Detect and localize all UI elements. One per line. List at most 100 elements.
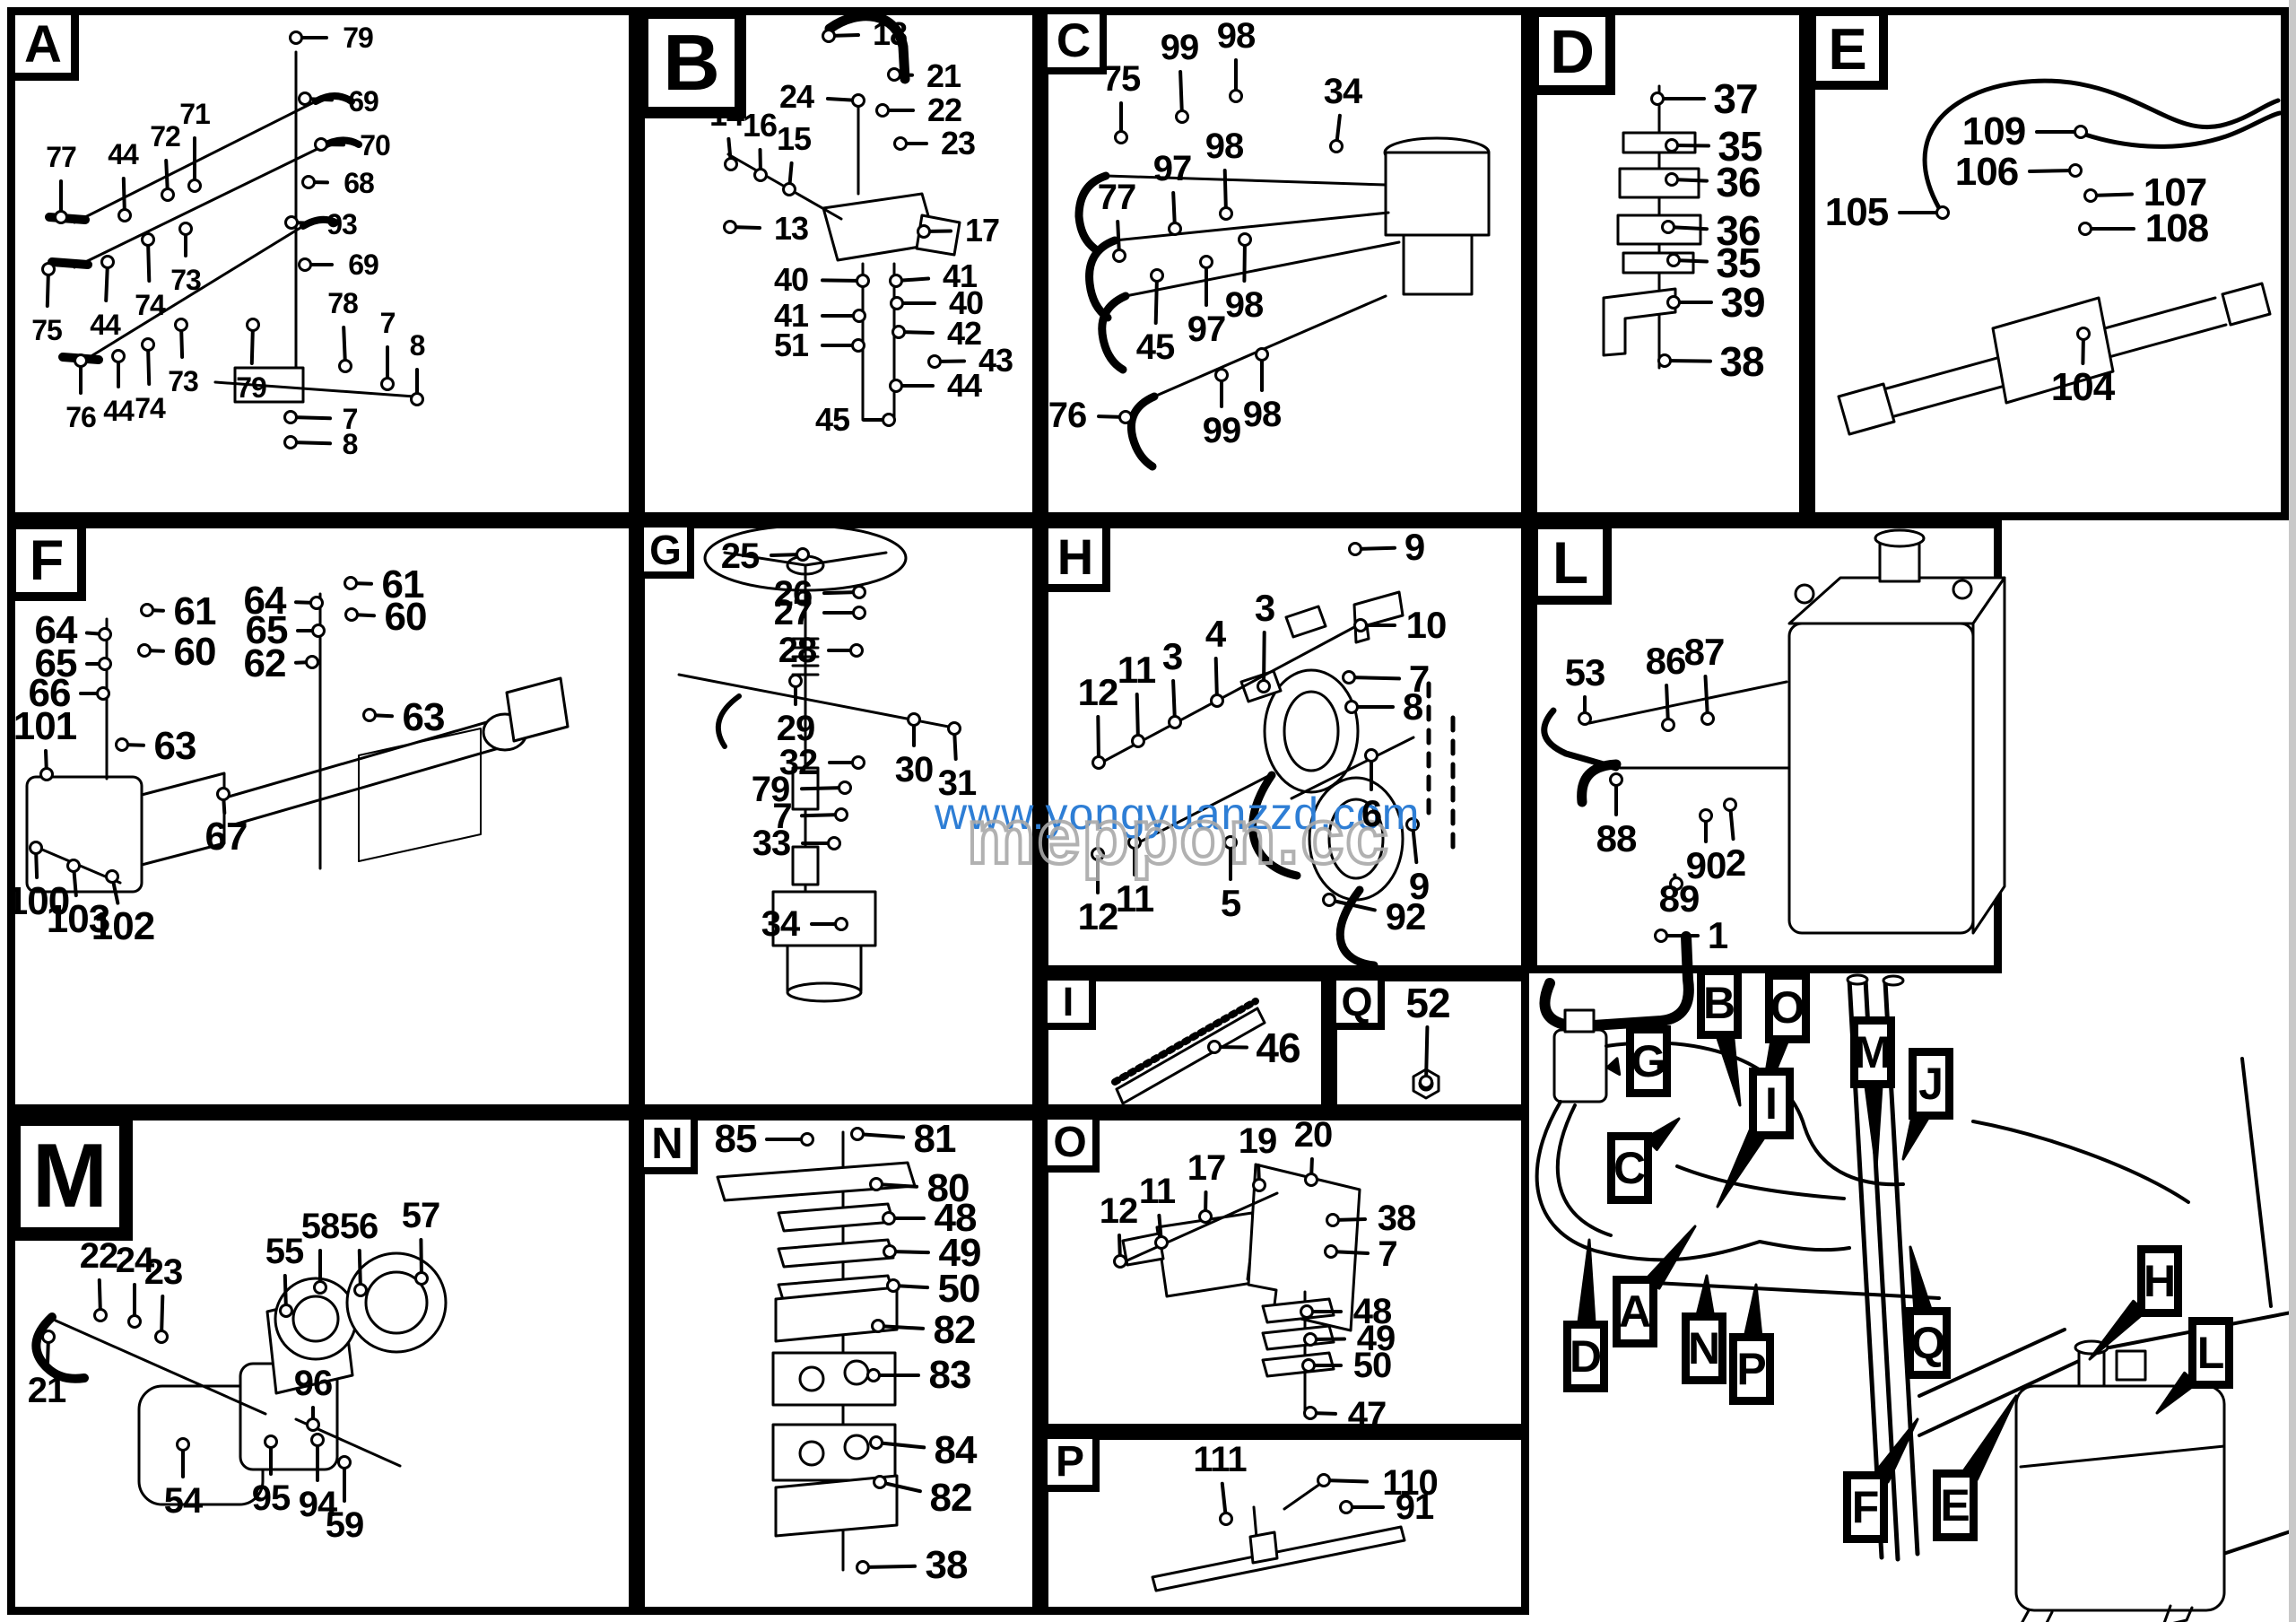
part-number-callout: 35 [1718,123,1762,170]
part-number-callout: 46 [1256,1025,1300,1071]
part-glyph [141,232,155,247]
panel-F-sketch [25,592,570,894]
part-number-callout: 84 [934,1428,978,1472]
part-glyph [1342,670,1356,685]
part-glyph [1348,542,1362,556]
part-number-callout: 7 [1378,1234,1397,1274]
part-glyph [98,627,112,641]
part-glyph [264,1435,278,1449]
part-number-callout: 98 [1242,395,1282,434]
part-glyph [1091,847,1105,861]
overview-ref-P: P [1729,1333,1774,1405]
overview-ref-I: I [1749,1068,1794,1139]
part-number-callout: 59 [325,1505,364,1545]
overview-ref-Q: Q [1906,1307,1951,1379]
part-glyph [93,1308,108,1322]
part-number-callout: 31 [937,763,977,803]
part-glyph [851,338,865,353]
part-glyph [1669,876,1683,891]
part-glyph [140,603,154,617]
part-number-callout: 8 [342,428,359,460]
part-number-callout: 76 [65,401,97,433]
part-glyph [115,737,129,752]
part-glyph [927,354,942,369]
part-glyph [1229,89,1243,103]
part-number-callout: 87 [1683,631,1726,673]
part-number-callout: 83 [928,1353,972,1397]
part-glyph [298,92,312,106]
part-number-callout: 24 [115,1241,154,1280]
part-glyph [1666,295,1681,310]
part-number-callout: 13 [773,210,809,247]
panel-A-letter-tag: A [7,7,79,81]
part-glyph [1419,1075,1433,1089]
part-glyph [66,859,81,873]
panel-I-sketch [1111,998,1266,1105]
part-glyph [187,179,202,193]
part-number-callout: 63 [402,695,446,739]
part-glyph [1661,220,1675,234]
part-number-callout: 82 [929,1476,973,1520]
part-glyph [1699,808,1713,823]
part-glyph [849,643,864,658]
part-glyph [1175,109,1189,124]
part-glyph [1198,1209,1213,1224]
part-number-callout: 100 [5,879,70,923]
part-number-callout: 45 [814,401,850,438]
part-number-callout: 34 [1323,72,1362,111]
part-glyph [890,296,904,310]
part-number-callout: 18 [872,15,908,52]
part-number-callout: 47 [1347,1395,1387,1435]
part-number-callout: 3 [1161,635,1183,677]
part-number-callout: 56 [339,1207,378,1246]
panel-O-sketch [1119,1163,1361,1417]
part-glyph [284,215,299,230]
part-number-callout: 1 [1707,914,1728,956]
part-number-callout: 67 [204,815,248,859]
part-glyph [289,31,303,45]
part-number-callout: 92 [1385,895,1427,937]
part-number-callout: 69 [348,85,379,118]
leader-line [2028,169,2077,173]
part-number-callout: 52 [1405,980,1450,1026]
part-number-callout: 21 [926,57,961,94]
part-glyph [1578,711,1592,726]
part-number-callout: 11 [1115,877,1154,920]
part-glyph [29,841,43,855]
part-number-callout: 62 [243,641,287,685]
part-glyph [344,576,358,590]
part-glyph [1168,222,1182,236]
leader-line [1096,715,1100,764]
part-glyph [1329,139,1344,153]
part-number-callout: 36 [1716,159,1761,205]
part-glyph [917,224,931,239]
part-glyph [100,255,115,269]
part-glyph [117,208,132,222]
part-number-callout: 75 [1101,59,1141,99]
part-number-callout: 44 [103,395,135,427]
part-number-callout: 24 [778,78,814,115]
part-glyph [1317,1473,1331,1487]
part-glyph [851,93,865,108]
part-glyph [838,780,852,795]
part-glyph [856,274,870,288]
part-number-callout: 41 [773,297,809,334]
panel-N-sketch [716,1130,917,1572]
part-number-callout: 61 [381,562,425,606]
letter-pointer [1716,1033,1742,1107]
part-number-callout: 8 [409,329,426,362]
part-glyph [1113,1254,1127,1269]
overview-ref-C: C [1607,1132,1652,1204]
part-number-callout: 45 [1135,327,1175,367]
part-glyph [111,349,126,363]
part-number-callout: 9 [1404,526,1425,568]
part-number-callout: 2 [1725,842,1746,884]
part-number-callout: 16 [742,107,778,144]
part-glyph [1665,172,1679,187]
part-glyph [311,624,326,638]
part-glyph [41,1330,56,1344]
letter-pointer [1716,1129,1766,1208]
panel-L-sketch [1539,528,2006,1032]
part-glyph [886,1278,900,1293]
part-number-callout: 17 [1187,1148,1226,1188]
